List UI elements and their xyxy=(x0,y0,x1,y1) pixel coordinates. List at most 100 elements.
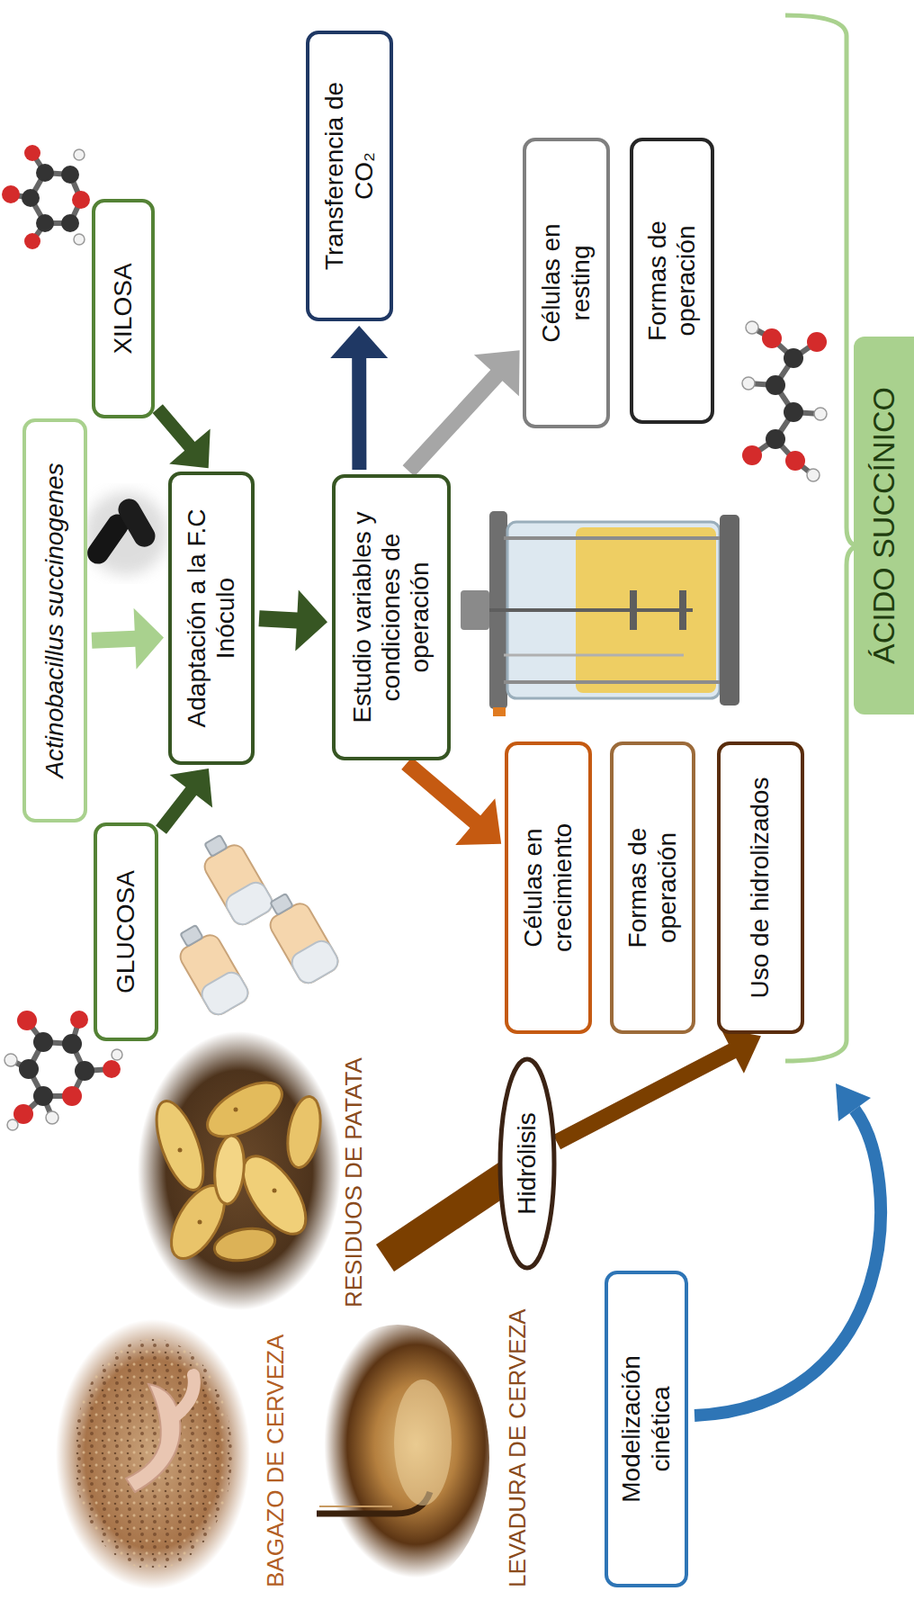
culture-bottles xyxy=(259,887,342,987)
potato-waste-photo xyxy=(146,1094,213,1195)
potato-waste-photo xyxy=(178,1147,183,1153)
potato-waste-photo xyxy=(282,1093,325,1171)
glucose-molecule xyxy=(45,1111,59,1124)
culture-bottles xyxy=(197,967,252,1018)
glucose-molecule xyxy=(4,1053,18,1067)
bagasse-photo xyxy=(55,1318,251,1589)
brewer-yeast-photo xyxy=(394,1379,452,1506)
succinic-acid-molecule xyxy=(742,445,762,466)
brewer-yeast-photo xyxy=(305,1324,490,1591)
glucose-molecule xyxy=(17,1010,37,1031)
bioreactor xyxy=(489,608,693,612)
study-box: Formas de operación xyxy=(609,741,696,1034)
succinic-acid-molecule xyxy=(742,376,755,390)
glucose-molecule xyxy=(18,1058,39,1079)
succinic-acid-molecule xyxy=(783,348,804,368)
glucose-molecule xyxy=(62,1085,82,1106)
bioreactor xyxy=(503,536,720,540)
study-box: Formas de operación xyxy=(629,137,715,424)
node-text: Actinobacillus succinogenes xyxy=(40,462,70,778)
xylose-molecule xyxy=(10,152,81,242)
process-ellipse: Hidrólisis xyxy=(497,1056,557,1271)
brewer-yeast-photo xyxy=(305,1324,490,1591)
process-box: Estudio variables y condiciones de opera… xyxy=(331,474,451,761)
product-band: ÁCIDO SUCCÍNICO xyxy=(853,336,914,715)
culture-bottles xyxy=(179,924,203,947)
succinic-acid-molecule xyxy=(765,375,786,395)
xylose-molecule xyxy=(35,163,54,182)
xylose-molecule xyxy=(73,149,85,161)
block-arrow xyxy=(401,756,502,845)
potato-waste-photo xyxy=(233,1107,239,1112)
node-text: Transferencia de CO₂ xyxy=(320,68,378,285)
culture-bottles xyxy=(169,918,252,1019)
bioreactor xyxy=(679,590,687,630)
xylose-molecule xyxy=(24,144,41,162)
bagasse-photo xyxy=(55,1318,251,1589)
glucose-molecule xyxy=(33,1031,54,1052)
study-box: Uso de hidrolizados xyxy=(716,741,805,1034)
culture-bottles xyxy=(222,878,277,928)
node-text: Estudio variables y condiciones de opera… xyxy=(348,504,436,730)
study-box: Transferencia de CO₂ xyxy=(305,30,394,322)
node-text: Adaptación a la F.C Inóculo xyxy=(182,487,241,749)
succinic-acid-molecule xyxy=(742,321,827,482)
node-text: Células en resting xyxy=(537,193,595,374)
potato-waste-photo xyxy=(212,1223,278,1264)
xylose-molecule xyxy=(61,214,80,233)
bagasse-photo xyxy=(175,1374,195,1416)
potato-waste-photo xyxy=(198,1071,291,1147)
xylose-molecule xyxy=(1,185,20,204)
succinic-acid-molecule xyxy=(806,331,827,352)
block-arrow xyxy=(91,608,164,670)
source-label: BAGAZO DE CERVEZA xyxy=(261,1334,290,1587)
xylose-molecule xyxy=(21,188,40,207)
potato-waste-photo xyxy=(197,1219,203,1225)
bioreactor xyxy=(503,680,720,684)
block-arrow xyxy=(330,325,388,470)
node-text: Hidrólisis xyxy=(512,1111,542,1215)
culture-bottles xyxy=(169,828,342,1019)
glucose-molecule xyxy=(102,1059,121,1078)
block-arrow xyxy=(152,403,211,468)
bioreactor xyxy=(503,654,684,657)
node-text: Células en crecimiento xyxy=(519,797,577,978)
potato-waste-photo xyxy=(272,1188,278,1193)
culture-bottles xyxy=(204,834,227,857)
culture-bottles xyxy=(287,936,342,986)
glucose-molecule xyxy=(33,1085,54,1106)
potato-waste-photo xyxy=(137,1030,341,1310)
source-label: RESIDUOS DE PATATA xyxy=(340,1057,368,1308)
node-text: Modelización cinética xyxy=(617,1329,675,1528)
succinic-acid-molecule xyxy=(783,402,804,422)
modelling-arrow xyxy=(835,1083,871,1121)
succinic-acid-molecule xyxy=(785,450,806,471)
glucose-molecule xyxy=(74,1060,95,1081)
xylose-molecule xyxy=(35,214,54,233)
succinic-acid-molecule xyxy=(745,321,759,334)
glucose-molecule xyxy=(7,1119,18,1130)
node-text: GLUCOSA xyxy=(111,869,141,994)
node-text: ÁCIDO SUCCÍNICO xyxy=(866,386,902,664)
block-arrow xyxy=(553,1028,762,1149)
bioreactor xyxy=(629,590,637,630)
modelling-arrow xyxy=(694,1109,881,1416)
xylose-molecule xyxy=(61,165,80,184)
node-text: Formas de operación xyxy=(623,797,682,978)
bioreactor xyxy=(460,590,490,630)
glucose-molecule xyxy=(62,1033,82,1054)
bacteria-micrograph xyxy=(82,492,168,575)
succinic-acid-molecule xyxy=(761,328,782,349)
succinic-acid-molecule xyxy=(806,468,820,482)
block-arrow xyxy=(155,768,213,834)
ellipse-outline xyxy=(500,1058,555,1268)
culture-bottles xyxy=(269,893,293,915)
model-box: Modelización cinética xyxy=(604,1270,689,1587)
bacteria-micrograph xyxy=(114,494,160,551)
node-text: Uso de hidrolizados xyxy=(745,777,775,999)
substrate-box: GLUCOSA xyxy=(93,822,159,1041)
bioreactor xyxy=(492,707,506,717)
bagasse-photo xyxy=(125,1383,180,1492)
bioreactor xyxy=(460,510,740,717)
xylose-molecule xyxy=(73,233,85,245)
